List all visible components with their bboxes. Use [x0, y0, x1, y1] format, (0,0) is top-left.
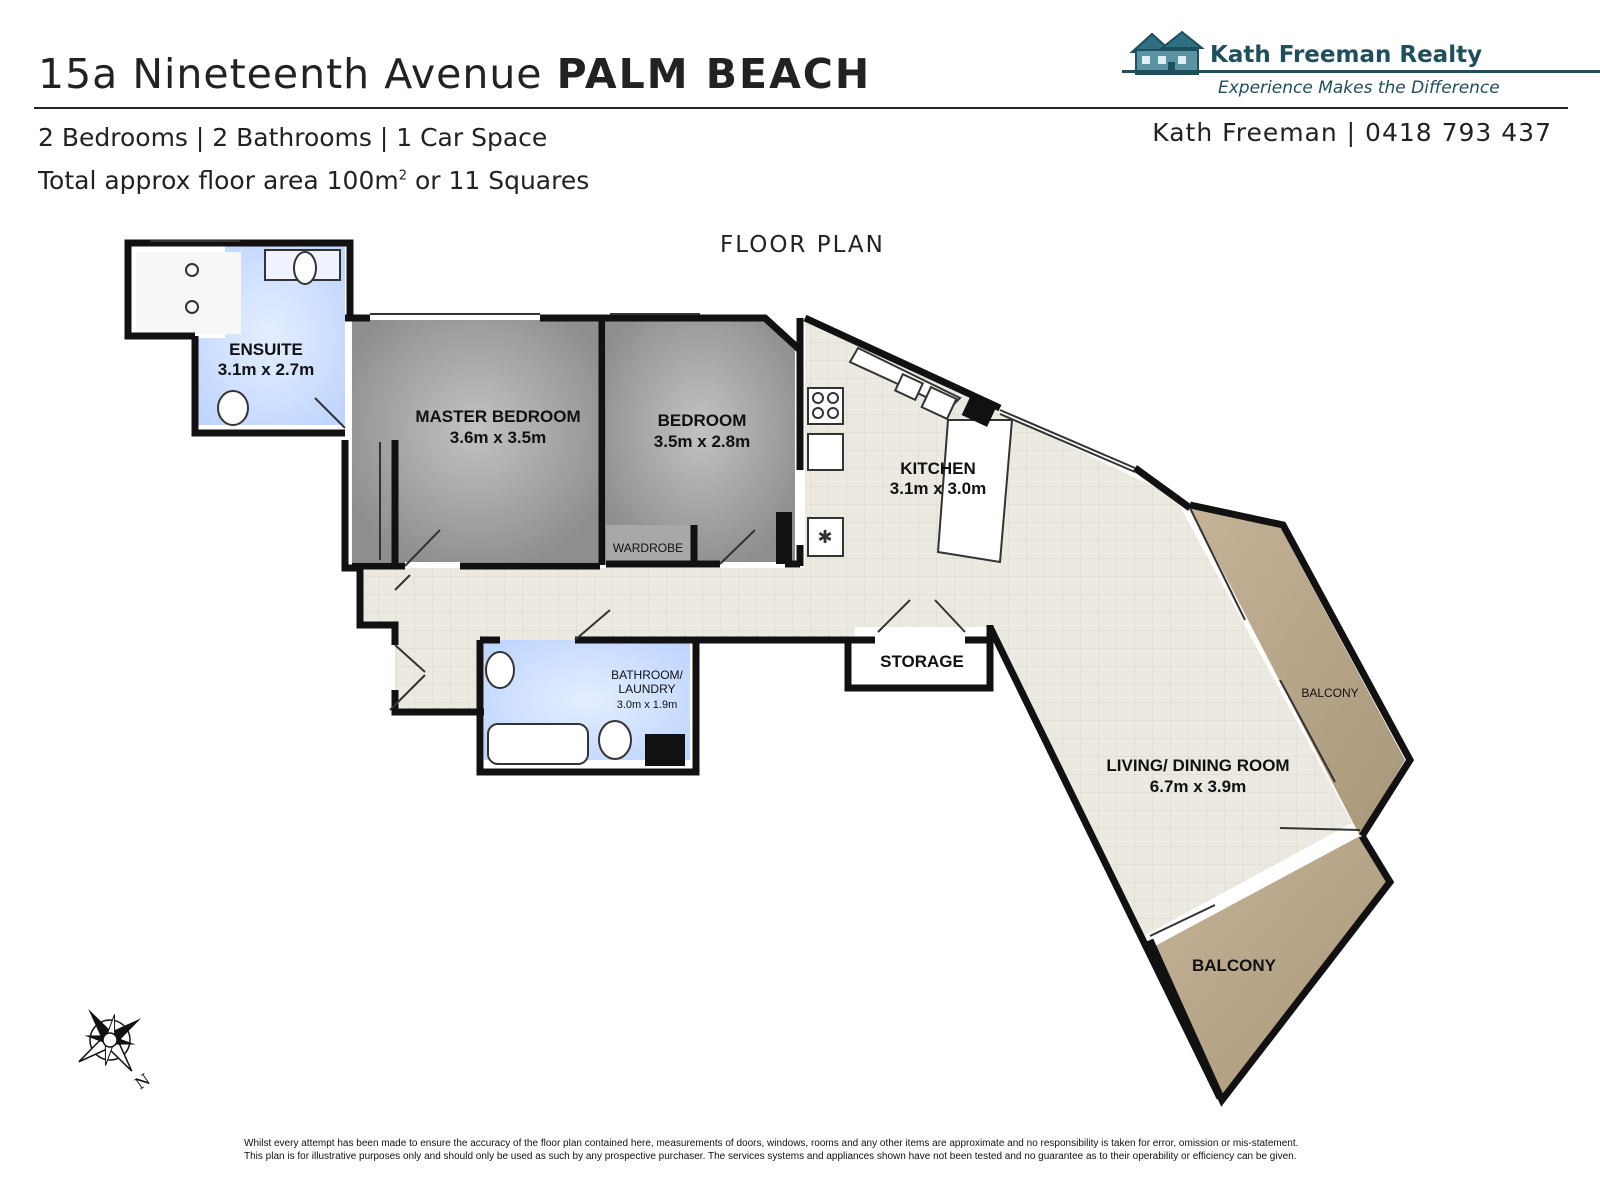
bedroom-name: BEDROOM	[658, 411, 747, 430]
bedroom-size: 3.5m x 2.8m	[654, 432, 750, 451]
floor-area-line: Total approx floor area 100m2 or 11 Squa…	[38, 166, 589, 195]
balcony-right-floor	[1190, 508, 1405, 836]
doors	[314, 397, 966, 711]
brand-tagline: Experience Makes the Difference	[1218, 78, 1500, 98]
brand-divider	[1122, 70, 1600, 73]
fridge-icon	[807, 517, 844, 557]
compass-north-label: N	[131, 1070, 153, 1094]
living-size: 6.7m x 3.9m	[1150, 777, 1246, 796]
bathtub-icon	[487, 723, 589, 765]
floor-area-prefix: Total approx floor area 100m	[38, 166, 399, 195]
balcony-right-label: BALCONY	[1301, 686, 1358, 700]
microwave-icon	[807, 433, 844, 471]
bathroom-basin-icon	[485, 651, 515, 689]
header-divider	[34, 107, 1568, 109]
brand-name: Kath Freeman Realty	[1210, 42, 1483, 68]
kitchen-name: KITCHEN	[900, 459, 976, 478]
living-name: LIVING/ DINING ROOM	[1106, 756, 1289, 775]
cooktop-icon	[807, 387, 844, 425]
kitchen-sink-icon	[893, 372, 925, 402]
ensuite-name: ENSUITE	[229, 340, 303, 359]
dishwasher-icon	[920, 385, 958, 421]
shower-drain-icon	[185, 300, 199, 314]
fixtures: ✱	[185, 249, 1014, 766]
master-bedroom-name: MASTER BEDROOM	[415, 407, 580, 426]
storage-label: STORAGE	[880, 652, 964, 671]
bathroom-toilet-icon	[598, 720, 632, 760]
disclaimer: Whilst every attempt has been made to en…	[244, 1137, 1464, 1163]
room-fills	[136, 245, 1405, 1098]
bathroom-size: 3.0m x 1.9m	[617, 699, 678, 711]
balcony-bottom-label: BALCONY	[1192, 956, 1277, 975]
shower-head-icon	[185, 263, 199, 277]
agent-contact: Kath Freeman | 0418 793 437	[1152, 118, 1552, 147]
property-address: 15a Nineteenth Avenue PALM BEACH	[38, 50, 871, 98]
walls	[124, 239, 1415, 1107]
master-bedroom-size: 3.6m x 3.5m	[450, 428, 546, 447]
laundry-block	[645, 734, 685, 766]
floor-area-suffix: or 11 Squares	[407, 166, 590, 195]
disclaimer-line-2: This plan is for illustrative purposes o…	[244, 1151, 1297, 1162]
room-labels: ENSUITE 3.1m x 2.7m MASTER BEDROOM 3.6m …	[218, 340, 1359, 975]
windows	[150, 240, 1361, 937]
floor-area-superscript: 2	[398, 168, 407, 184]
kitchen-pantry-block	[961, 395, 997, 427]
features-line: 2 Bedrooms | 2 Bathrooms | 1 Car Space	[38, 123, 548, 152]
svg-text:✱: ✱	[817, 527, 832, 548]
compass-rose-icon	[78, 1008, 142, 1072]
street-address: 15a Nineteenth Avenue	[38, 50, 543, 98]
storage-floor	[852, 636, 982, 683]
ensuite-basin-icon	[293, 251, 317, 285]
bathroom-name-line1: BATHROOM/	[611, 668, 683, 682]
floor-plan-title: FLOOR PLAN	[720, 232, 885, 258]
wardrobe-label: WARDROBE	[613, 541, 683, 555]
wardrobe-floor	[606, 525, 694, 562]
bedroom-floor	[606, 320, 795, 562]
balcony-bottom-floor	[1155, 836, 1388, 1098]
hallway-kitchen-living-floor	[360, 322, 1352, 938]
kitchen-island	[936, 419, 1014, 564]
fridge-space-wall	[776, 512, 792, 564]
kitchen-size: 3.1m x 3.0m	[890, 479, 986, 498]
ensuite-size: 3.1m x 2.7m	[218, 360, 314, 379]
bathroom-name-line2: LAUNDRY	[618, 682, 675, 696]
ensuite-toilet-icon	[217, 390, 249, 426]
disclaimer-line-1: Whilst every attempt has been made to en…	[244, 1138, 1299, 1149]
suburb: PALM BEACH	[556, 50, 872, 98]
